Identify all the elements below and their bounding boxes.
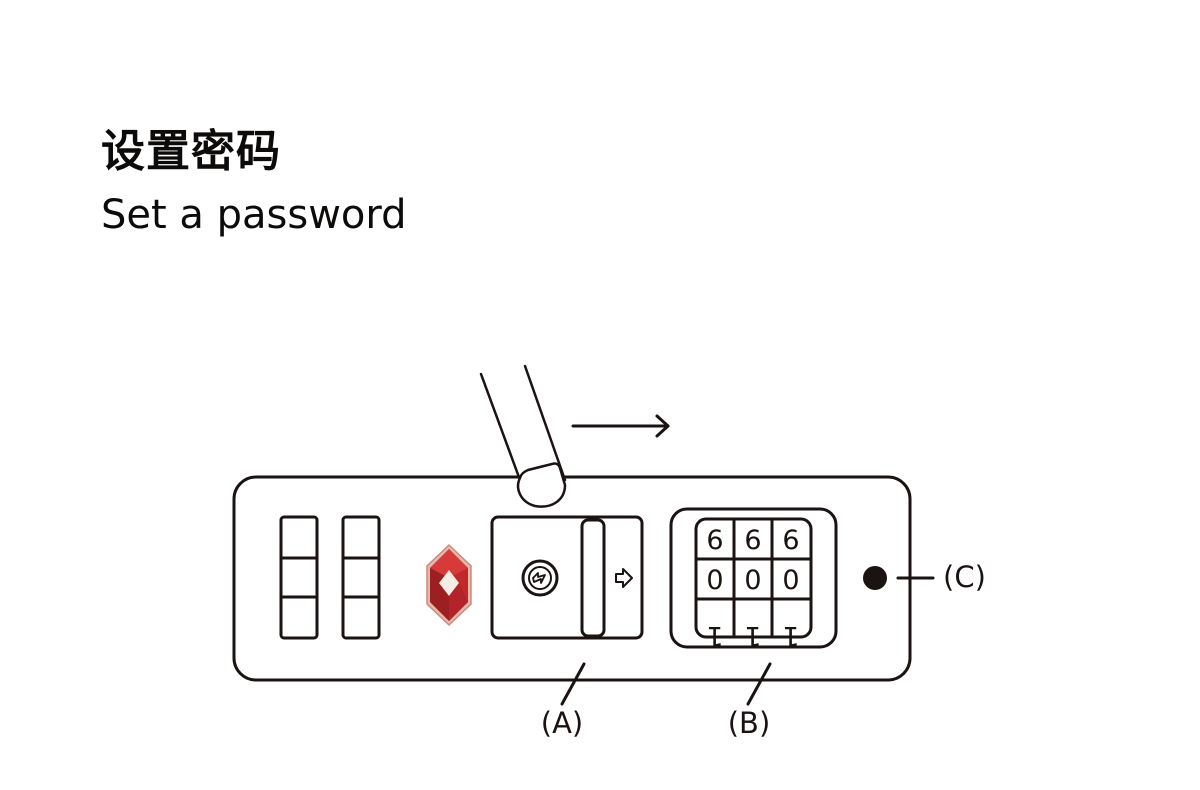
page-title-english: Set a password: [101, 192, 407, 238]
brand-badge-icon: [426, 543, 472, 627]
slider-knob[interactable]: [580, 518, 606, 638]
dial-digit-inverted: 1: [706, 620, 723, 651]
dial-digit-inverted: 1: [744, 620, 761, 651]
lock-body: [232, 475, 912, 682]
reset-slider[interactable]: [490, 515, 644, 640]
dial-digit: 6: [744, 525, 761, 556]
dial-digit: 6: [782, 525, 799, 556]
callout-label-b: (B): [728, 706, 771, 740]
callout-label-a: (A): [541, 706, 583, 740]
callout-line-b: [746, 662, 772, 706]
dial-digit: 0: [744, 565, 761, 596]
arrow-right-icon: [615, 568, 633, 588]
dial-digit: 0: [706, 565, 723, 596]
left-slot-1: [279, 515, 319, 640]
page-title-chinese: 设置密码: [101, 126, 281, 177]
finger-icon: [479, 364, 567, 508]
dial-housing: [669, 507, 838, 649]
dial-digit: 6: [706, 525, 723, 556]
left-slot-2: [341, 515, 381, 640]
callout-label-c: (C): [943, 560, 986, 594]
slide-direction-arrow-icon: [571, 414, 670, 438]
dial-grid: [694, 517, 813, 639]
dial-digit: 0: [782, 565, 799, 596]
indicator-dot: [863, 566, 887, 590]
dial-digit-inverted: 1: [782, 620, 799, 651]
dial-digits: 6 6 6 0 0 0 1 1 1: [706, 525, 799, 651]
callout-line-a: [560, 662, 586, 706]
tsa-emblem-icon: [521, 559, 559, 597]
